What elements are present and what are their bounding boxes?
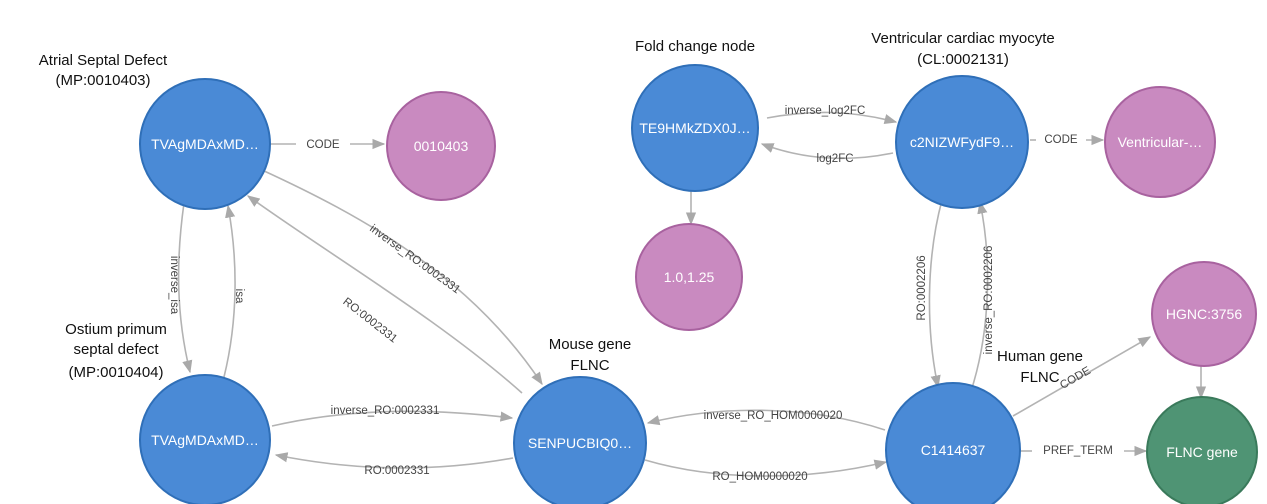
edge-label: RO:0002331: [364, 465, 429, 477]
edge-label: CODE: [306, 139, 340, 151]
annotation-ventricular-id: (CL:0002131): [917, 51, 1009, 68]
edge-inverse-isa[interactable]: inverse_isa: [168, 202, 193, 374]
node-label: TVAgMDAxMD…: [151, 136, 259, 152]
edge-ro-0002206[interactable]: RO:0002206: [916, 199, 943, 389]
edge-label: inverse_RO_HOM0000020: [704, 410, 843, 422]
annotation-human-gene: Human gene: [997, 348, 1083, 365]
node-label: FLNC gene: [1166, 444, 1238, 460]
node-code-ventricular[interactable]: Ventricular-…: [1104, 86, 1216, 198]
edge-label: RO:0002206: [916, 255, 928, 320]
annotation-ostium-name-2: septal defect: [73, 341, 159, 358]
node-label: 1.0,1.25: [664, 269, 715, 285]
node-label: TVAgMDAxMD…: [151, 432, 259, 448]
node-label: Ventricular-…: [1118, 134, 1203, 150]
edge-label: isa: [233, 289, 245, 304]
node-fc-value[interactable]: 1.0,1.25: [635, 223, 743, 331]
node-mp-atrial[interactable]: TVAgMDAxMD…: [139, 78, 271, 210]
edge-label: CODE: [1058, 365, 1093, 392]
edge-ro-hom[interactable]: RO_HOM0000020: [644, 459, 888, 483]
nodes: TVAgMDAxMD… 0010403 TE9HMkZDX0J… 1.0,1.2…: [139, 64, 1258, 504]
edge-label: inverse_RO:0002331: [367, 223, 462, 297]
edge-pref-term[interactable]: PREF_TERM: [1020, 445, 1148, 457]
node-flnc-term[interactable]: FLNC gene: [1146, 396, 1258, 504]
edge-ro-ostium[interactable]: RO:0002331: [274, 452, 514, 477]
node-hgnc[interactable]: HGNC:3756: [1151, 261, 1257, 367]
edge-inverse-ro-atrial[interactable]: inverse_RO:0002331: [261, 169, 543, 386]
edge-code-atrial[interactable]: CODE: [270, 138, 386, 151]
edge-code-ventricular[interactable]: CODE: [1030, 134, 1105, 146]
edge-label: log2FC: [816, 153, 853, 165]
edge-label: inverse_isa: [168, 256, 180, 315]
annotation-ventricular-name: Ventricular cardiac myocyte: [871, 30, 1054, 47]
annotation-mouse-gene: Mouse gene: [549, 336, 632, 353]
annotation-atrial-name: Atrial Septal Defect: [39, 52, 168, 69]
node-mp-ostium[interactable]: TVAgMDAxMD…: [139, 374, 271, 504]
annotation-ostium-name-1: Ostium primum: [65, 321, 167, 338]
edge-log2fc[interactable]: log2FC: [760, 143, 894, 165]
node-foldchange[interactable]: TE9HMkZDX0J…: [631, 64, 759, 192]
annotation-atrial-id: (MP:0010403): [55, 72, 150, 89]
node-label: HGNC:3756: [1166, 306, 1242, 322]
node-label: TE9HMkZDX0J…: [639, 120, 750, 136]
edge-inverse-ro-hom[interactable]: inverse_RO_HOM0000020: [646, 409, 886, 431]
edge-label: PREF_TERM: [1043, 445, 1113, 457]
node-label: 0010403: [414, 138, 469, 154]
edge-ro-atrial[interactable]: RO:0002331: [246, 195, 523, 394]
edge-label: inverse_RO:0002206: [983, 246, 995, 355]
annotations: Atrial Septal Defect (MP:0010403) Fold c…: [39, 30, 1083, 386]
edge-inverse-log2fc[interactable]: inverse_log2FC: [766, 105, 898, 125]
node-label: c2NIZWFydF9…: [910, 134, 1014, 150]
edge-label: inverse_RO:0002331: [331, 405, 440, 417]
edge-inverse-ro-0002206[interactable]: inverse_RO:0002206: [971, 200, 995, 389]
annotation-ostium-id: (MP:0010404): [68, 364, 163, 381]
node-human-flnc[interactable]: C1414637: [885, 382, 1021, 504]
edge-label: RO:0002331: [340, 296, 399, 346]
annotation-mouse-flnc: FLNC: [570, 357, 609, 374]
node-cl-ventricular[interactable]: c2NIZWFydF9…: [895, 75, 1029, 209]
node-mouse-flnc[interactable]: SENPUCBIQ0…: [513, 376, 647, 504]
annotation-human-flnc: FLNC: [1020, 369, 1059, 386]
edge-isa[interactable]: isa: [223, 204, 245, 378]
node-code-0010403[interactable]: 0010403: [386, 91, 496, 201]
annotation-fold-change: Fold change node: [635, 38, 755, 55]
edge-label: RO_HOM0000020: [712, 471, 807, 483]
edge-label: CODE: [1044, 134, 1078, 146]
node-label: SENPUCBIQ0…: [528, 435, 632, 451]
node-label: C1414637: [921, 442, 986, 458]
edge-label: inverse_log2FC: [785, 105, 866, 117]
edge-inverse-ro-ostium[interactable]: inverse_RO:0002331: [271, 405, 514, 427]
